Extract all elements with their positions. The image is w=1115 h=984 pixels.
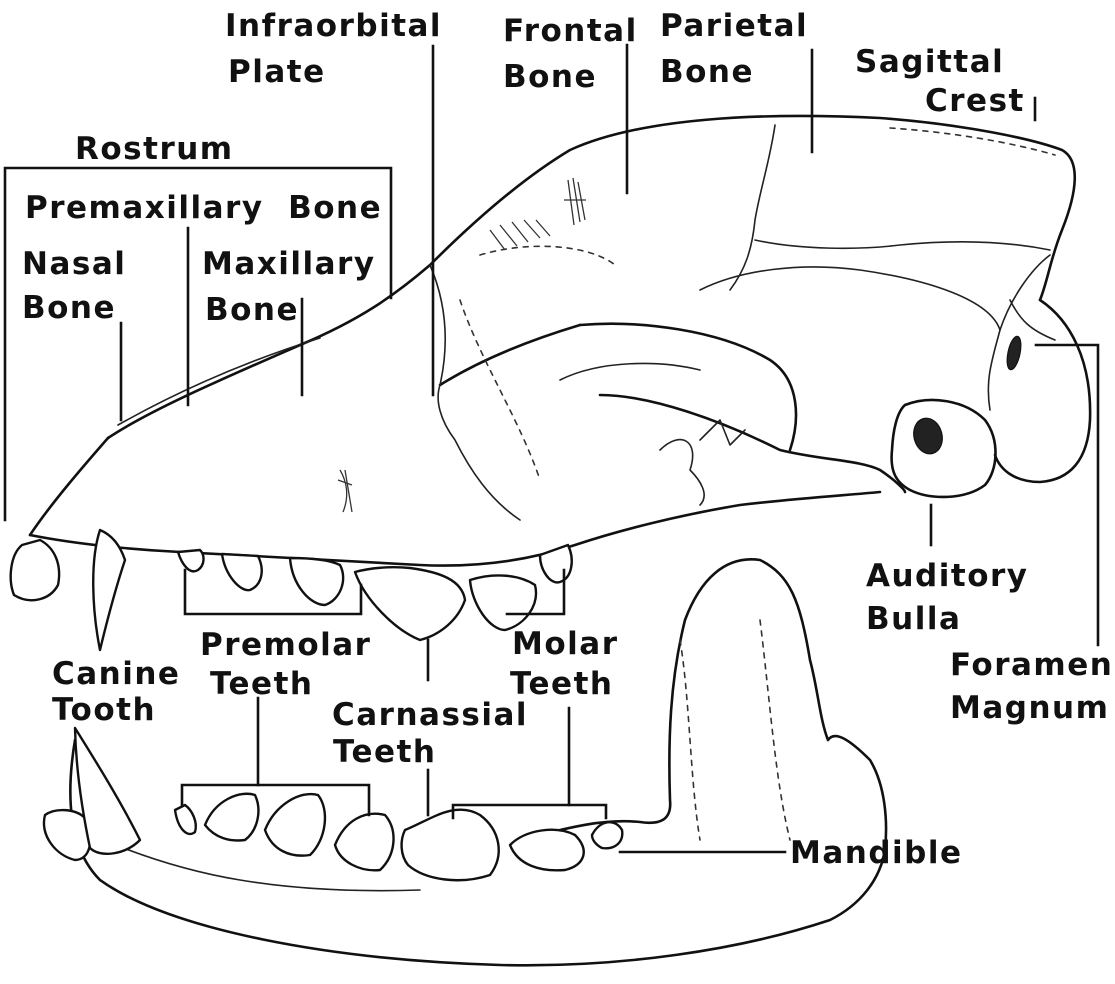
upper-premolar-2 [222, 554, 262, 590]
label-canine-line1: Canine [52, 656, 180, 692]
upper-incisors [11, 540, 59, 600]
upper-canine [93, 530, 125, 650]
label-canine-line2: Tooth [52, 692, 156, 728]
label-mandible: Mandible [790, 835, 963, 871]
label-auditory-line2: Bulla [866, 601, 961, 637]
label-auditory-line1: Auditory [866, 558, 1029, 594]
orbit-rim [460, 246, 615, 480]
label-infraorbital-line1: Infraorbital [225, 8, 442, 44]
label-parietal-line2: Bone [660, 54, 754, 90]
lower-premolar-4 [335, 814, 394, 871]
upper-molar-1 [470, 575, 536, 630]
lacrimal-hatching [564, 178, 586, 225]
orbit-hatching [490, 220, 550, 250]
label-sagittal-line2: Crest [925, 83, 1025, 119]
ear-canal [910, 415, 946, 457]
occipital-detail [988, 255, 1055, 410]
occipital-outline [995, 300, 1090, 482]
label-foramen-line1: Foramen [950, 647, 1113, 683]
label-premaxillary: Premaxillary Bone [25, 190, 382, 226]
foramen-opening [1005, 335, 1024, 371]
zygomatic-arch-upper [580, 324, 796, 450]
upper-premolar-1 [178, 550, 204, 571]
label-foramen-line2: Magnum [950, 690, 1109, 726]
upper-carnassial [355, 567, 465, 640]
lower-premolar-3 [265, 794, 325, 856]
label-infraorbital-line2: Plate [228, 54, 326, 90]
mandible-outline [70, 559, 886, 965]
label-premolar-line1: Premolar [200, 627, 371, 663]
auditory-bulla-outline [892, 400, 996, 497]
label-parietal-line1: Parietal [660, 8, 808, 44]
upper-molar-2 [540, 545, 572, 582]
label-frontal-line2: Bone [503, 59, 597, 95]
label-sagittal-line1: Sagittal [855, 44, 1004, 80]
label-maxillary-line1: Maxillary [202, 246, 376, 282]
lower-molar-1 [510, 830, 584, 871]
upper-premolar-3 [290, 558, 343, 605]
label-nasal-line1: Nasal [22, 246, 126, 282]
masseteric-fossa [680, 620, 790, 840]
label-rostrum: Rostrum [75, 131, 234, 167]
upper-jaw-edge [30, 492, 880, 566]
coronal-suture [730, 125, 775, 290]
lower-premolar-1 [175, 805, 196, 834]
label-nasal-line2: Bone [22, 290, 116, 326]
label-maxillary-line2: Bone [205, 292, 299, 328]
label-molar-line1: Molar [512, 626, 618, 662]
labels: Infraorbital Plate Frontal Bone Parietal… [22, 8, 1113, 871]
label-premolar-line2: Teeth [210, 666, 313, 702]
snout-upper [30, 438, 108, 535]
lower-premolar-2 [205, 794, 258, 841]
label-carnassial-line2: Teeth [333, 734, 436, 770]
infraorbital-foramen [338, 470, 352, 512]
bracket-lower-premolars [182, 785, 369, 815]
parietal-suture [755, 240, 1050, 250]
zygomatic-arch-lower [440, 325, 905, 492]
label-frontal-line1: Frontal [503, 13, 638, 49]
label-carnassial-line1: Carnassial [332, 697, 528, 733]
temporal-line [700, 267, 1000, 330]
orbit-outline [430, 265, 520, 520]
lower-molar-2 [592, 822, 622, 848]
lower-carnassial [402, 810, 499, 881]
cheek-bone-detail [560, 363, 745, 505]
